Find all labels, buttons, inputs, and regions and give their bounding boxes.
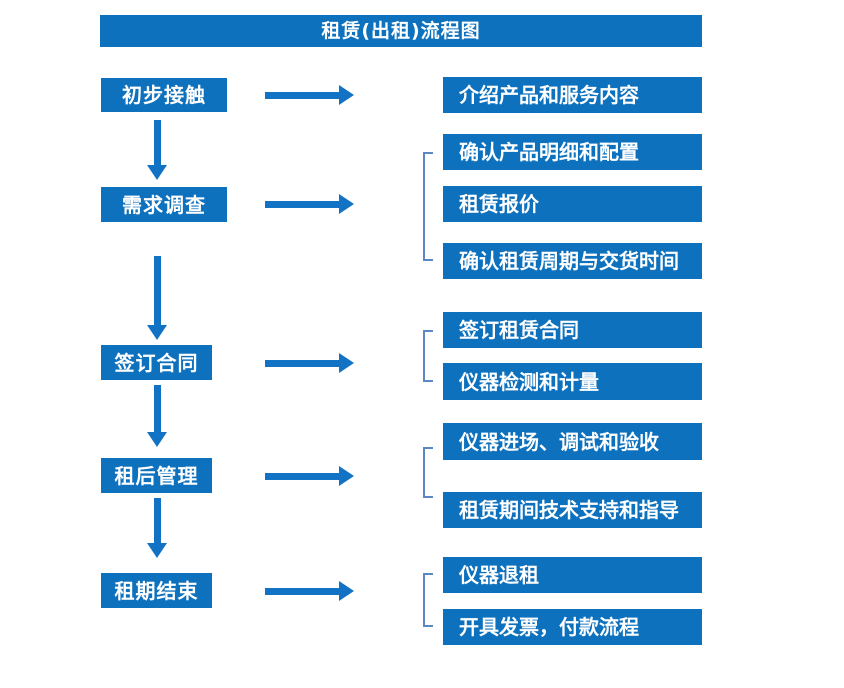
arrow-down-icon [147, 498, 167, 558]
detail-label: 签订租赁合同 [459, 318, 579, 342]
detail-box-sign-rental-contract: 签订租赁合同 [443, 312, 702, 348]
bracket-group-sign-contract [423, 330, 433, 382]
detail-label: 仪器检测和计量 [459, 369, 599, 394]
arrow-right-icon [265, 194, 354, 214]
detail-box-confirm-product-details: 确认产品明细和配置 [443, 134, 702, 170]
arrow-right-icon [265, 581, 354, 601]
stage-label: 签订合同 [114, 350, 199, 375]
detail-label: 确认产品明细和配置 [459, 140, 639, 164]
detail-box-confirm-rental-period: 确认租赁周期与交货时间 [443, 243, 702, 279]
arrow-down-icon [147, 120, 167, 180]
stage-box-post-rental-management: 租后管理 [101, 458, 212, 493]
arrow-down-icon [147, 256, 167, 340]
detail-label: 仪器退租 [459, 563, 539, 587]
stage-label: 租后管理 [114, 463, 199, 488]
detail-label: 租赁期间技术支持和指导 [459, 498, 679, 522]
arrow-right-icon [265, 353, 354, 373]
stage-box-initial-contact: 初步接触 [101, 78, 227, 112]
stage-box-rental-end: 租期结束 [101, 573, 212, 608]
detail-box-invoice-payment: 开具发票，付款流程 [443, 609, 702, 645]
arrow-down-icon [147, 385, 167, 447]
flowchart-title-bar: 租赁(出租)流程图 [100, 15, 702, 47]
detail-box-instrument-setup-acceptance: 仪器进场、调试和验收 [443, 423, 702, 460]
detail-label: 租赁报价 [459, 192, 539, 216]
detail-box-instrument-return: 仪器退租 [443, 557, 702, 593]
detail-label: 确认租赁周期与交货时间 [459, 249, 679, 273]
stage-label: 初步接触 [122, 83, 206, 107]
detail-box-instrument-testing: 仪器检测和计量 [443, 363, 702, 400]
arrow-right-icon [265, 466, 354, 486]
stage-label: 需求调查 [122, 192, 206, 217]
flowchart-title: 租赁(出租)流程图 [321, 19, 481, 42]
detail-label: 开具发票，付款流程 [459, 615, 639, 639]
stage-box-demand-survey: 需求调查 [101, 187, 227, 222]
detail-label: 介绍产品和服务内容 [459, 83, 639, 107]
detail-label: 仪器进场、调试和验收 [459, 429, 659, 454]
detail-box-introduce-products: 介绍产品和服务内容 [443, 77, 702, 113]
stage-box-sign-contract: 签订合同 [101, 345, 212, 380]
bracket-group-demand-survey [423, 152, 433, 261]
detail-box-technical-support: 租赁期间技术支持和指导 [443, 492, 702, 528]
bracket-group-post-rental [423, 447, 433, 498]
stage-label: 租期结束 [114, 578, 199, 603]
bracket-group-rental-end [423, 573, 433, 627]
arrow-right-icon [265, 85, 354, 105]
detail-box-rental-quote: 租赁报价 [443, 186, 702, 222]
